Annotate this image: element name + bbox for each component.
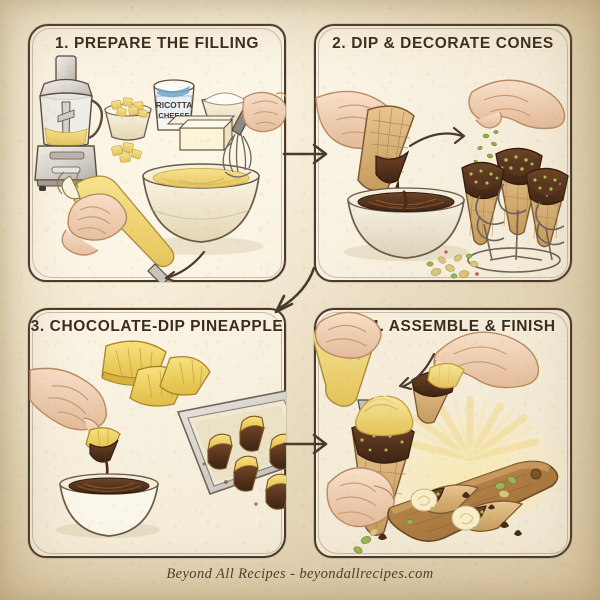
panel-3-title: 3. CHOCOLATE-DIP PINEAPPLE [30, 318, 284, 335]
panel-1-title: 1. PREPARE THE FILLING [54, 35, 260, 52]
panel-2-illustration [314, 24, 572, 282]
panel-3-illustration [28, 308, 286, 558]
pistachios-chips-group [353, 476, 522, 554]
piping-bag-group [56, 169, 175, 282]
cone-stand-group [461, 147, 569, 273]
panel-step-1: 1. PREPARE THE FILLING [28, 24, 286, 282]
ricotta-label-line1: RICOTTA [156, 100, 193, 110]
panel-2-title: 2. DIP & DECORATE CONES [332, 35, 554, 52]
panel-step-2: 2. DIP & DECORATE CONES [314, 24, 572, 282]
decorated-cone [461, 161, 505, 246]
topping-hand-group [411, 331, 540, 424]
footer-credit: Beyond All Recipes - beyondallrecipes.co… [166, 566, 434, 582]
arrow-inside-step4 [398, 352, 436, 391]
chocolate-bowl-group-3 [56, 473, 160, 538]
arrow-step2-to-step3 [258, 262, 330, 324]
dipping-hand-group [315, 90, 415, 206]
dipping-hand-group-3 [29, 367, 121, 482]
food-processor-group [34, 55, 104, 191]
pistachio-scatter-group [426, 250, 479, 279]
panel-4-illustration [314, 308, 572, 558]
whisk-hand-group [222, 91, 286, 178]
chocolate-bowl-group [344, 187, 468, 261]
ricotta-label-line2: CHEESE [158, 111, 189, 120]
pineapple-wedges-group [101, 340, 211, 407]
pineapple-bowl-group [104, 97, 152, 163]
arrow-inside-step2 [408, 126, 466, 148]
panel-step-3: 3. CHOCOLATE-DIP PINEAPPLE [28, 308, 286, 558]
arrow-step1-to-step2 [280, 132, 336, 176]
panel-1-illustration: RICOTTA CHEESE [28, 24, 286, 282]
baking-sheet-group [176, 389, 286, 510]
panel-4-title: 4. ASSEMBLE & FINISH [370, 318, 556, 335]
butter-block-group [166, 115, 236, 152]
mixing-bowl-group [139, 163, 263, 255]
arrow-inside-step1 [164, 250, 206, 282]
arrow-step3-to-step4 [280, 422, 336, 466]
panel-step-4: 4. ASSEMBLE & FINISH [314, 308, 572, 558]
